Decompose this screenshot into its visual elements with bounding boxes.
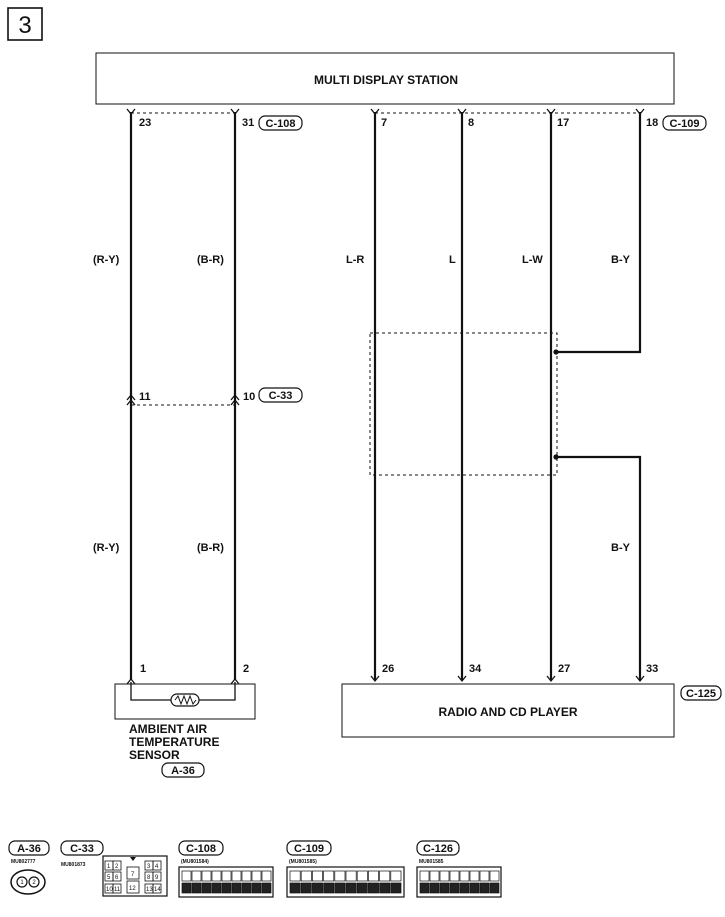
splice-lower <box>553 454 559 460</box>
pin-11: 11 <box>139 391 151 403</box>
pin-26: 26 <box>382 663 394 675</box>
svg-text:1: 1 <box>20 880 24 886</box>
wire-label-by-top: B-Y <box>611 254 631 266</box>
connector-a36-ref: A-36 <box>161 762 205 778</box>
svg-text:C-109: C-109 <box>294 843 324 855</box>
wire-label-by-bottom: B-Y <box>611 542 631 554</box>
svg-text:5: 5 <box>107 875 111 881</box>
svg-text:(MU801585): (MU801585) <box>289 859 317 865</box>
svg-text:12: 12 <box>129 886 136 892</box>
svg-text:2: 2 <box>32 880 36 886</box>
svg-text:7: 7 <box>131 872 135 878</box>
svg-text:C-33: C-33 <box>269 390 293 402</box>
legend-a36: A-36 MU802777 1 2 <box>8 840 50 895</box>
legend-c126-grid <box>419 870 500 894</box>
wires <box>129 112 642 680</box>
radio-and-cd-player-label: RADIO AND CD PLAYER <box>438 705 577 719</box>
connector-c33-ref: C-33 <box>258 387 303 403</box>
svg-text:C-126: C-126 <box>423 843 453 855</box>
wire-label-lr: L-R <box>346 254 364 266</box>
connector-c109-ref: C-109 <box>662 115 707 131</box>
pin-34: 34 <box>469 663 482 675</box>
svg-text:MU802777: MU802777 <box>11 859 36 865</box>
sensor-label-line-2: TEMPERATURE <box>129 735 219 749</box>
shield-box <box>369 332 558 476</box>
pin-8: 8 <box>468 117 474 129</box>
svg-text:8: 8 <box>147 875 151 881</box>
pin-31: 31 <box>242 117 254 129</box>
svg-text:6: 6 <box>115 875 119 881</box>
svg-text:1: 1 <box>107 864 111 870</box>
pin-7: 7 <box>381 117 387 129</box>
wire-label-lw: L-W <box>522 254 543 266</box>
pin-27: 27 <box>558 663 570 675</box>
multi-display-station-label: MULTI DISPLAY STATION <box>314 73 458 87</box>
svg-text:14: 14 <box>154 887 161 893</box>
legend-c108: C-108 (MU801584) <box>178 840 274 898</box>
pin-23: 23 <box>139 117 151 129</box>
svg-text:9: 9 <box>155 875 159 881</box>
radio-and-cd-player[interactable]: RADIO AND CD PLAYER <box>341 683 675 738</box>
legend-c109-grid <box>289 870 402 894</box>
svg-text:3: 3 <box>147 864 151 870</box>
legend-c126: C-126 MU801585 <box>416 840 502 898</box>
svg-text:MU801873: MU801873 <box>61 862 86 868</box>
pin-18: 18 <box>646 117 658 129</box>
svg-text:C-108: C-108 <box>266 118 296 130</box>
page-number: 3 <box>18 12 31 39</box>
legend-c109: C-109 (MU801585) <box>286 840 405 898</box>
svg-text:(MU801584): (MU801584) <box>181 859 209 865</box>
page-number-box: 3 <box>7 7 43 41</box>
sensor-label-line-3: SENSOR <box>129 748 180 762</box>
svg-text:A-36: A-36 <box>17 843 41 855</box>
svg-text:11: 11 <box>114 887 121 893</box>
svg-text:C-109: C-109 <box>670 118 700 130</box>
connector-c125-ref: C-125 <box>680 685 722 701</box>
svg-text:13: 13 <box>146 887 153 893</box>
wire-label-l: L <box>449 254 456 266</box>
svg-text:MU801585: MU801585 <box>419 859 444 865</box>
svg-text:4: 4 <box>155 864 159 870</box>
pin-1: 1 <box>140 663 146 675</box>
legend-c108-grid <box>181 870 272 894</box>
svg-text:C-33: C-33 <box>70 843 94 855</box>
multi-display-station[interactable]: MULTI DISPLAY STATION <box>95 52 675 105</box>
svg-text:A-36: A-36 <box>171 765 195 777</box>
pin-17: 17 <box>557 117 569 129</box>
svg-text:C-108: C-108 <box>186 843 216 855</box>
wire-label-ry-bottom: (R-Y) <box>93 542 120 554</box>
pin-10: 10 <box>243 391 255 403</box>
svg-text:2: 2 <box>115 864 119 870</box>
pin-2: 2 <box>243 663 249 675</box>
ambient-air-temperature-sensor[interactable] <box>114 682 256 720</box>
connector-c108-ref: C-108 <box>258 115 303 131</box>
wire-label-ry-top: (R-Y) <box>93 254 120 266</box>
svg-text:10: 10 <box>106 887 113 893</box>
wire-label-br-bottom: (B-R) <box>197 542 224 554</box>
sensor-label-line-1: AMBIENT AIR <box>129 722 208 736</box>
pin-33: 33 <box>646 663 658 675</box>
wire-label-br-top: (B-R) <box>197 254 224 266</box>
splice-upper <box>553 349 559 355</box>
svg-text:C-125: C-125 <box>686 688 716 700</box>
